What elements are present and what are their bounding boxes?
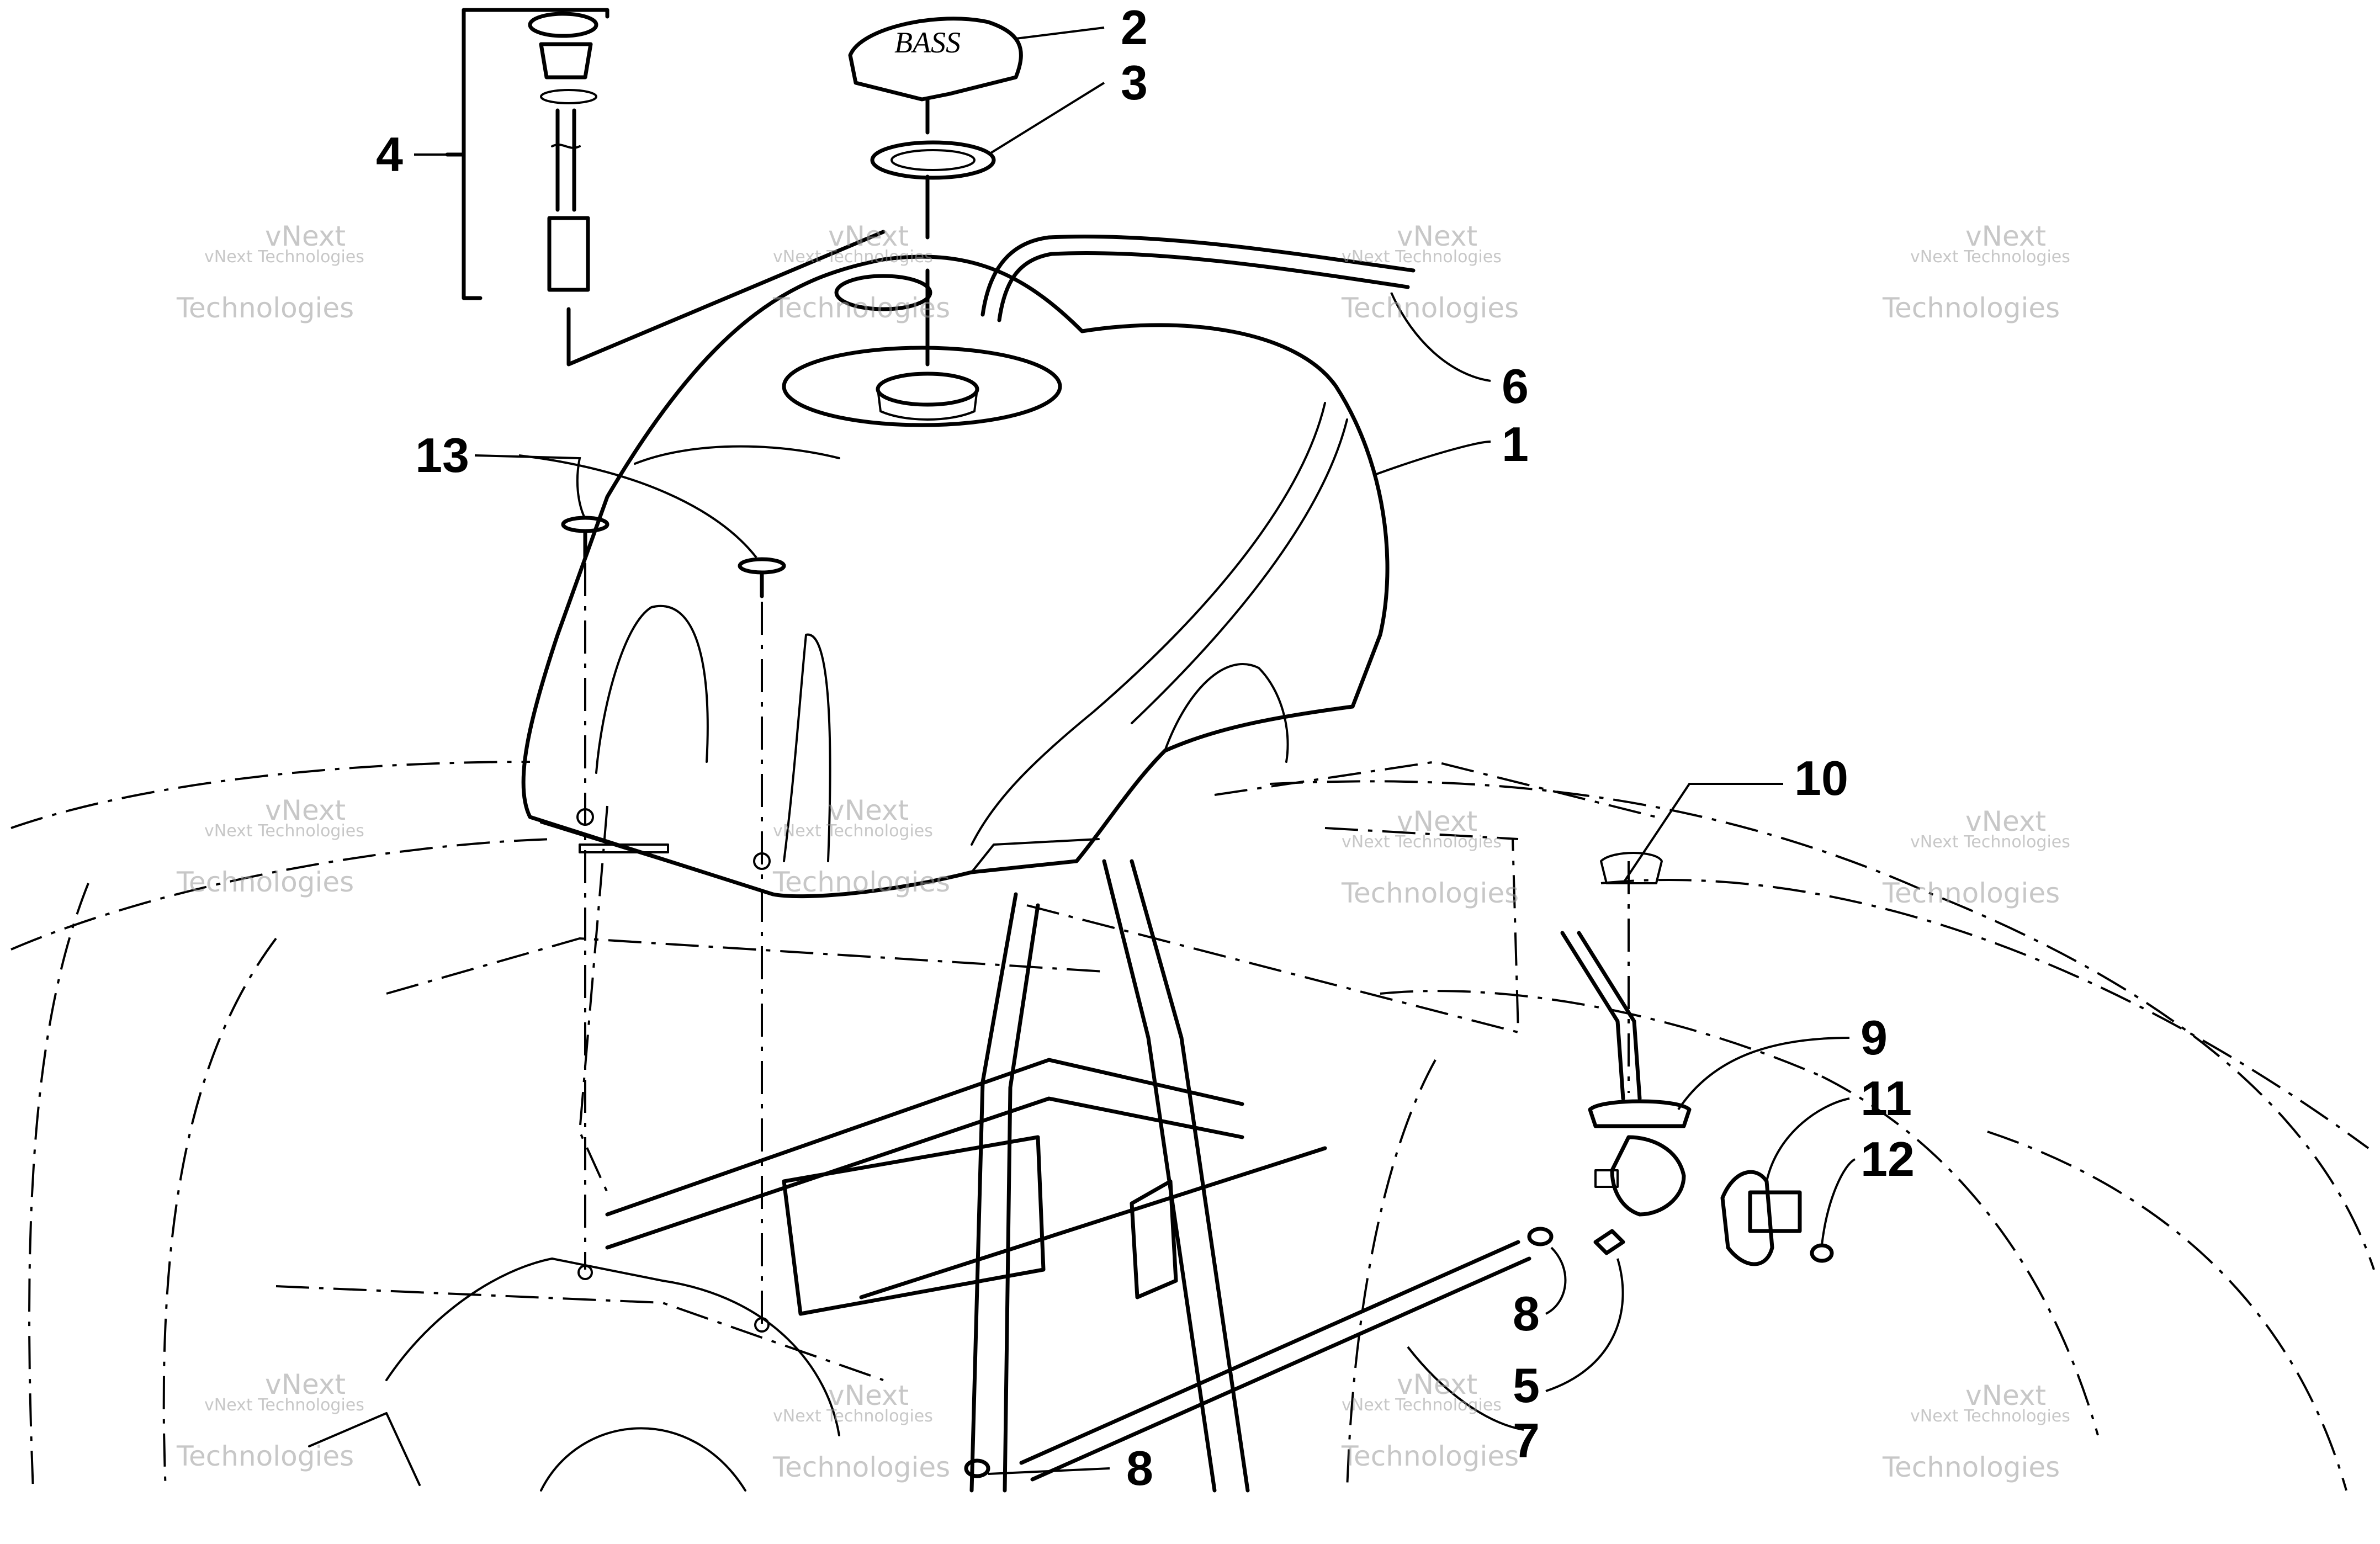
callout-1: 1 bbox=[1502, 417, 1529, 471]
svg-text:vNext: vNext bbox=[1965, 220, 2046, 252]
svg-text:Technologies: Technologies bbox=[1882, 292, 2060, 324]
callout-labels: 2 3 4 6 1 13 10 9 11 12 8 5 7 8 bbox=[376, 0, 1915, 1495]
svg-text:Technologies: Technologies bbox=[1341, 1440, 1519, 1472]
svg-text:Technologies: Technologies bbox=[176, 1440, 354, 1472]
svg-text:vNext Technologies: vNext Technologies bbox=[1342, 1396, 1502, 1415]
svg-text:vNext: vNext bbox=[828, 220, 909, 252]
callout-12: 12 bbox=[1860, 1132, 1915, 1186]
svg-text:vNext: vNext bbox=[828, 1379, 909, 1412]
watermark-bc: vNext Technologies vNext Technologies bbox=[772, 1379, 950, 1483]
svg-text:vNext Technologies: vNext Technologies bbox=[204, 821, 364, 841]
cap-brand-label: BASS bbox=[894, 26, 961, 59]
callout-2: 2 bbox=[1121, 0, 1148, 55]
fuel-valve-assembly bbox=[964, 852, 1834, 1482]
watermark-bl: vNext Technologies vNext Technologies bbox=[176, 1368, 364, 1472]
callout-4: 4 bbox=[376, 127, 403, 182]
frame-rails bbox=[308, 859, 1327, 1493]
callout-13: 13 bbox=[415, 428, 469, 482]
watermark-tr: vNext Technologies vNext Technologies bbox=[1341, 220, 1519, 324]
callout-5: 5 bbox=[1513, 1358, 1540, 1413]
svg-text:vNext Technologies: vNext Technologies bbox=[1910, 1407, 2070, 1426]
leader-lines bbox=[414, 26, 1856, 1475]
svg-text:Technologies: Technologies bbox=[1882, 1451, 2060, 1483]
callout-11: 11 bbox=[1860, 1071, 1912, 1126]
svg-text:vNext Technologies: vNext Technologies bbox=[1910, 247, 2070, 267]
watermark-mr: vNext Technologies vNext Technologies bbox=[1341, 805, 1519, 909]
watermark-tc: vNext Technologies vNext Technologies bbox=[772, 220, 950, 324]
svg-text:Technologies: Technologies bbox=[176, 866, 354, 898]
callout-3: 3 bbox=[1121, 55, 1148, 110]
svg-text:Technologies: Technologies bbox=[1882, 877, 2060, 909]
svg-text:vNext: vNext bbox=[828, 794, 909, 826]
callout-7: 7 bbox=[1513, 1413, 1540, 1468]
svg-text:vNext Technologies: vNext Technologies bbox=[204, 247, 364, 267]
svg-text:vNext: vNext bbox=[1397, 220, 1477, 252]
svg-text:Technologies: Technologies bbox=[772, 866, 950, 898]
watermark-br: vNext Technologies vNext Technologies bbox=[1341, 1368, 1519, 1472]
svg-text:vNext Technologies: vNext Technologies bbox=[773, 821, 933, 841]
callout-10: 10 bbox=[1794, 751, 1848, 805]
svg-text:Technologies: Technologies bbox=[772, 1451, 950, 1483]
watermarks: vNext Technologies vNext Technologies vN… bbox=[176, 220, 2070, 1483]
svg-text:vNext Technologies: vNext Technologies bbox=[773, 247, 933, 267]
svg-text:vNext: vNext bbox=[1397, 805, 1477, 837]
svg-text:Technologies: Technologies bbox=[176, 292, 354, 324]
svg-text:Technologies: Technologies bbox=[772, 292, 950, 324]
svg-text:vNext: vNext bbox=[265, 1368, 346, 1400]
callout-6: 6 bbox=[1502, 359, 1529, 413]
svg-text:vNext Technologies: vNext Technologies bbox=[204, 1396, 364, 1415]
vehicle-body-outline bbox=[10, 760, 2375, 1491]
svg-text:Technologies: Technologies bbox=[1341, 877, 1519, 909]
svg-text:vNext Technologies: vNext Technologies bbox=[1342, 832, 1502, 852]
callout-9: 9 bbox=[1860, 1010, 1888, 1065]
callout-8-upper: 8 bbox=[1513, 1286, 1540, 1341]
svg-text:vNext: vNext bbox=[1397, 1368, 1477, 1400]
callout-8-lower: 8 bbox=[1126, 1441, 1153, 1495]
svg-text:vNext Technologies: vNext Technologies bbox=[773, 1407, 933, 1426]
watermark-far-right-mid: vNext Technologies vNext Technologies bbox=[1882, 805, 2070, 909]
fuel-gauge-assembly bbox=[445, 8, 886, 367]
svg-text:vNext Technologies: vNext Technologies bbox=[1910, 832, 2070, 852]
cap-gasket bbox=[870, 140, 996, 180]
fuel-tank bbox=[521, 254, 1390, 899]
tank-mount-bolts bbox=[561, 516, 786, 1333]
svg-text:vNext: vNext bbox=[1965, 805, 2046, 837]
svg-text:vNext Technologies: vNext Technologies bbox=[1342, 247, 1502, 267]
svg-text:vNext: vNext bbox=[265, 794, 346, 826]
watermark-ml: vNext Technologies vNext Technologies bbox=[176, 794, 364, 898]
watermark-far-right-bottom: vNext Technologies vNext Technologies bbox=[1882, 1379, 2070, 1483]
watermark-far-right-top: vNext Technologies vNext Technologies bbox=[1882, 220, 2070, 324]
svg-text:Technologies: Technologies bbox=[1341, 292, 1519, 324]
fuel-cap: BASS bbox=[848, 17, 1023, 367]
watermark-tl: vNext Technologies vNext Technologies bbox=[176, 220, 364, 324]
svg-text:vNext: vNext bbox=[265, 220, 346, 252]
vent-hose bbox=[980, 234, 1416, 322]
svg-text:vNext: vNext bbox=[1965, 1379, 2046, 1412]
watermark-mc: vNext Technologies vNext Technologies bbox=[772, 794, 950, 898]
